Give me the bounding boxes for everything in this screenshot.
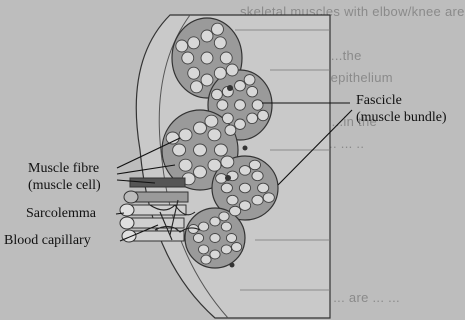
muscle-fibre-cell xyxy=(201,255,211,264)
muscle-fibre-cell xyxy=(247,86,258,97)
muscle-fibre-cell xyxy=(179,129,192,141)
muscle-fibre-cell xyxy=(188,37,200,49)
muscle-fibre-cell xyxy=(212,23,224,35)
muscle-fibre-cell xyxy=(226,234,236,243)
muscle-fibre-cell xyxy=(214,67,226,79)
muscle-fibre-cell xyxy=(182,52,194,64)
muscle-fibre-cell xyxy=(247,113,258,124)
muscle-fibre-cell xyxy=(258,110,269,121)
muscle-fibre-cell xyxy=(201,74,213,86)
muscle-fibre-cell xyxy=(210,234,220,243)
muscle-fibre-cell xyxy=(176,40,188,52)
muscle-fibre-cell xyxy=(258,183,269,193)
muscle-fibre-cell xyxy=(252,195,263,205)
muscle-fibre-cell xyxy=(210,250,220,259)
muscle-fibre-cell xyxy=(227,195,238,205)
label-fascicle: Fascicle (muscle bundle) xyxy=(356,92,447,126)
muscle-fibre-cell xyxy=(208,129,221,141)
muscle-fibre-cell xyxy=(194,166,207,178)
label-fascicle-line1: Fascicle xyxy=(356,92,447,109)
muscle-fibre-cell xyxy=(235,119,246,130)
label-blood-capillary: Blood capillary xyxy=(4,232,91,249)
muscle-fibre-cell xyxy=(232,243,242,252)
muscle-fibre-cell xyxy=(221,156,234,168)
muscle-fibre-cell xyxy=(263,193,274,203)
muscle-fibre-cell xyxy=(179,159,192,171)
muscle-fibre-cell xyxy=(173,144,186,156)
muscle-fibre-cell xyxy=(214,37,226,49)
muscle-fibre-cell xyxy=(205,115,218,127)
muscle-fibre-cell xyxy=(219,212,229,221)
muscle-fibre-cell xyxy=(252,171,263,181)
label-fascicle-line2: (muscle bundle) xyxy=(356,109,447,126)
muscle-fibre-cell xyxy=(229,206,240,216)
muscle-fibre-cell xyxy=(212,89,223,100)
muscle-fibre-cell xyxy=(244,75,255,86)
muscle-fibre-cell xyxy=(220,52,232,64)
muscle-fibre-cell xyxy=(194,122,207,134)
label-sarcolemma: Sarcolemma xyxy=(26,205,96,222)
muscle-fibre-cell xyxy=(222,113,233,124)
muscle-fibre-cell xyxy=(249,160,260,170)
muscle-fibre-cell xyxy=(235,81,246,92)
muscle-fibre-cell xyxy=(166,132,179,144)
muscle-fibre-cell xyxy=(214,144,227,156)
muscle-fibre-cell xyxy=(221,245,231,254)
muscle-fibre-cell xyxy=(188,67,200,79)
muscle-fibre-cell xyxy=(210,217,220,226)
muscle-fibre-cell xyxy=(191,81,203,93)
muscle-fibre-cell xyxy=(193,234,203,243)
muscle-fibre-cell xyxy=(226,64,238,76)
muscle-fibre-cell xyxy=(221,222,231,231)
muscle-fibre-cell xyxy=(217,100,228,111)
muscle-fibre-cell xyxy=(194,144,207,156)
muscle-fibre-cell xyxy=(252,100,263,111)
muscle-fibre-cell xyxy=(235,100,246,111)
muscle-fibre-cell xyxy=(239,201,250,211)
muscle-fibre-cell xyxy=(239,183,250,193)
muscle-fibre-cell xyxy=(208,159,221,171)
label-muscle-fibre: Muscle fibre (muscle cell) xyxy=(28,160,101,194)
muscle-fibre-cell xyxy=(239,166,250,176)
muscle-fibre-cell xyxy=(201,30,213,42)
muscle-fibre-cell xyxy=(201,52,213,64)
label-muscle-fibre-line1: Muscle fibre xyxy=(28,160,101,177)
label-muscle-fibre-line2: (muscle cell) xyxy=(28,177,101,194)
muscle-fibre-cell xyxy=(225,125,236,136)
muscle-fibre-cell xyxy=(221,183,232,193)
muscle-fibre-cell xyxy=(199,245,209,254)
